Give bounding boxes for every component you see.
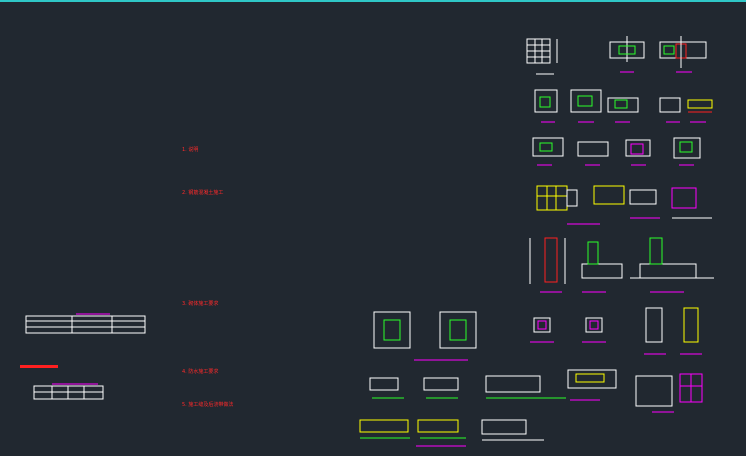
detail-row-5 — [529, 237, 714, 293]
drawing-note: 5. 施工缝及后浇带做法 — [182, 402, 234, 408]
detail-bottom — [359, 369, 703, 447]
detail-elevation — [526, 38, 558, 75]
drawing-note: 2. 钢筋混凝土施工 — [182, 190, 224, 196]
detail-top-2 — [659, 36, 707, 73]
red-title-bar — [20, 365, 58, 368]
detail-row-2 — [534, 89, 713, 123]
detail-right-mid — [530, 307, 702, 355]
detail-row-4 — [536, 185, 712, 225]
detail-row-3 — [532, 137, 701, 166]
drawing-note: 1. 说明 — [182, 147, 199, 153]
schedule-table-1 — [25, 315, 146, 334]
schedule-table-2 — [33, 385, 104, 400]
drawing-note: 4. 防水施工要求 — [182, 369, 219, 375]
detail-top-1 — [609, 36, 645, 73]
detail-middle — [373, 311, 477, 361]
drawing-note: 3. 砌体施工要求 — [182, 301, 219, 307]
